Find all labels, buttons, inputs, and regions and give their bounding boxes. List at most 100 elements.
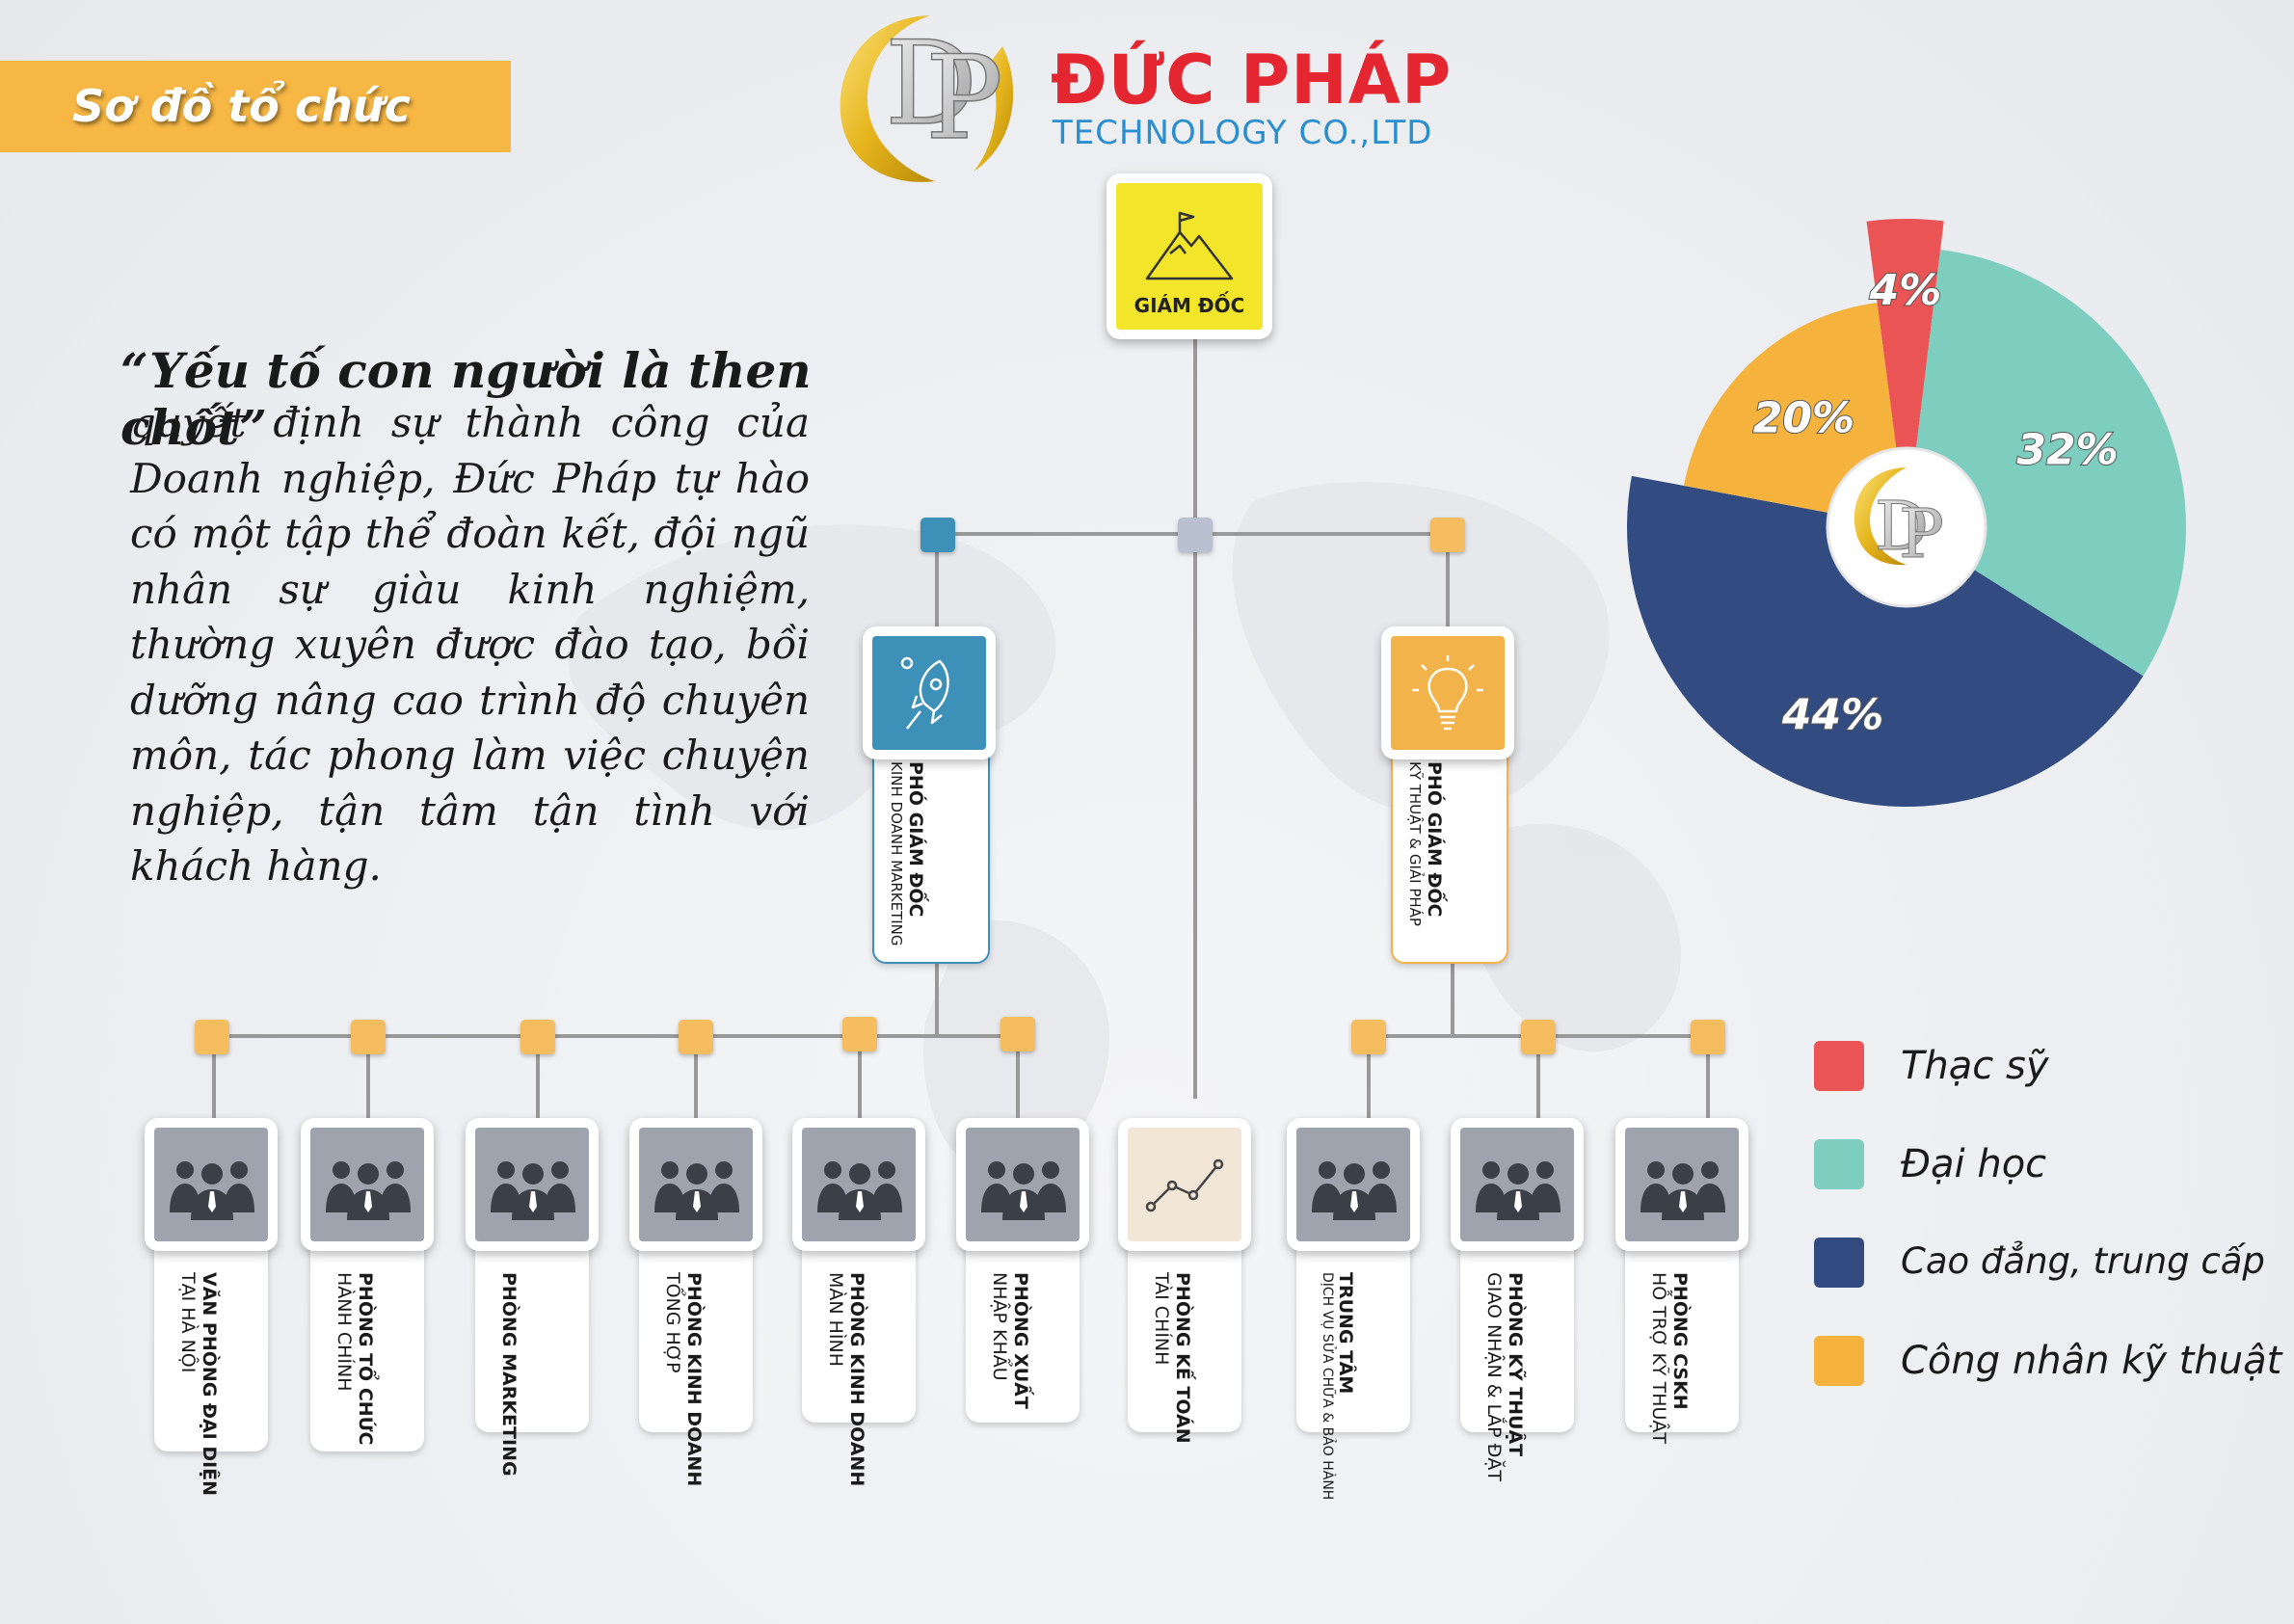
mountain-flag-icon [1145,211,1234,280]
legend-swatch [1814,1139,1864,1189]
connector-node [1351,1020,1386,1054]
department-card [145,1118,278,1251]
people-icon [491,1161,575,1220]
deputy-card [1381,626,1514,759]
pie-slice [1907,250,2186,677]
connector-line [858,1034,862,1131]
brand-subtitle: TECHNOLOGY CO.,LTD [1053,114,1433,152]
legend-label: Đại học [1901,1142,2047,1186]
department-title: VĂN PHÒNG ĐẠI DIỆN [199,1272,220,1497]
people-icon [981,1161,1066,1220]
quote-body: quyết định sự thành công của Doanh nghiệ… [130,399,810,890]
department-card [792,1118,925,1251]
department-card [956,1118,1089,1251]
banner-title: Sơ đồ tổ chức [72,80,411,132]
connector-line [1446,532,1450,638]
department-subtitle: DỊCH VỤ SỬA CHỮA & BẢO HÀNH [1320,1272,1335,1501]
connector-line [1706,1034,1710,1131]
director-label: GIÁM ĐỐC [1134,294,1245,317]
pie-slice [1627,475,2144,807]
department-title: PHÒNG KỸ THUẬT [1505,1272,1526,1457]
department-title: PHÒNG KINH DOANH [683,1272,705,1487]
deputy-card-tail: PHÓ GIÁM ĐỐC KINH DOANH MARKETING [872,732,990,964]
department-title: PHÒNG CSKH [1669,1272,1691,1410]
department-card [1615,1118,1748,1251]
deputy-card-tail: PHÓ GIÁM ĐỐC KỸ THUẬT & GIẢI PHÁP [1391,732,1508,964]
deputy-card [863,626,996,759]
department-title: PHÒNG TỔ CHỨC [355,1272,376,1446]
connector-node [351,1020,386,1054]
connector-node [679,1020,713,1054]
connector-line [694,1034,698,1131]
pie-data-label: 20% [1753,393,1854,442]
people-icon [817,1161,902,1220]
rocket-icon [900,656,949,730]
connector-node [1178,518,1213,552]
svg-text:P: P [1899,494,1944,573]
section-banner: Sơ đồ tổ chức [0,61,511,152]
legend-swatch [1814,1238,1864,1288]
pie-data-label: 44% [1781,691,1883,740]
department-subtitle: HỖ TRỢ KỸ THUẬT [1648,1272,1669,1444]
department-card [1118,1118,1251,1251]
people-icon [170,1161,254,1220]
connector-line [1451,964,1454,1036]
connector-node [1691,1020,1725,1054]
brand-name: ĐỨC PHÁP [1051,40,1453,120]
company-logo-icon: D P [840,15,1014,182]
connector-line [212,1034,216,1131]
people-icon [1312,1161,1397,1220]
department-card-tail: PHÒNG MARKETING [475,1243,589,1477]
people-icon [326,1161,411,1220]
department-subtitle: TÀI CHÍNH [1151,1272,1172,1366]
department-subtitle: TẠI HÀ NỘI [177,1272,199,1373]
legend-label: Cao đẳng, trung cấp [1901,1240,2265,1282]
department-subtitle: GIAO NHẬN & LẮP ĐẶT [1483,1272,1505,1481]
department-title: PHÒNG KẾ TOÁN [1172,1272,1193,1444]
deputy-subtitle: KINH DOANH MARKETING [888,761,905,946]
connector-node [520,1020,555,1054]
department-title: PHÒNG KINH DOANH [846,1272,867,1487]
department-subtitle: TỔNG HỢP [662,1272,683,1373]
deputy-subtitle: KỸ THUẬT & GIẢI PHÁP [1406,761,1424,926]
department-card [466,1118,599,1251]
department-title: TRUNG TÂM [1335,1272,1356,1395]
connector-line [1193,337,1197,1099]
deputy-title: PHÓ GIÁM ĐỐC [1424,761,1445,918]
legend-label: Thạc sỹ [1901,1044,2049,1088]
deputy-title: PHÓ GIÁM ĐỐC [905,761,926,918]
connector-node [1521,1020,1556,1054]
department-card [301,1118,434,1251]
pie-data-label: 4% [1869,266,1942,315]
chart-line-icon [1145,1158,1224,1212]
education-pie-chart: 4%32%44%20% D P [1627,219,2186,807]
department-card [1451,1118,1584,1251]
connector-line [935,532,939,638]
pie-slice [1866,219,1944,528]
department-subtitle: MÀN HÌNH [825,1272,846,1368]
people-icon [654,1161,739,1220]
connector-line [1016,1034,1020,1131]
svg-text:D: D [885,17,977,151]
svg-text:P: P [925,32,1003,166]
lightbulb-icon [1412,655,1483,731]
connector-line [536,1034,540,1131]
connector-node [842,1017,877,1052]
connector-line [210,1034,1020,1038]
legend-swatch [1814,1041,1864,1091]
department-title: PHÒNG MARKETING [498,1272,520,1477]
connector-line [1536,1034,1540,1131]
department-subtitle: HÀNH CHÍNH [333,1272,355,1392]
connector-line [1367,1034,1371,1131]
department-card [629,1118,762,1251]
director-card: GIÁM ĐỐC [1107,173,1272,339]
connector-node [1430,518,1465,552]
